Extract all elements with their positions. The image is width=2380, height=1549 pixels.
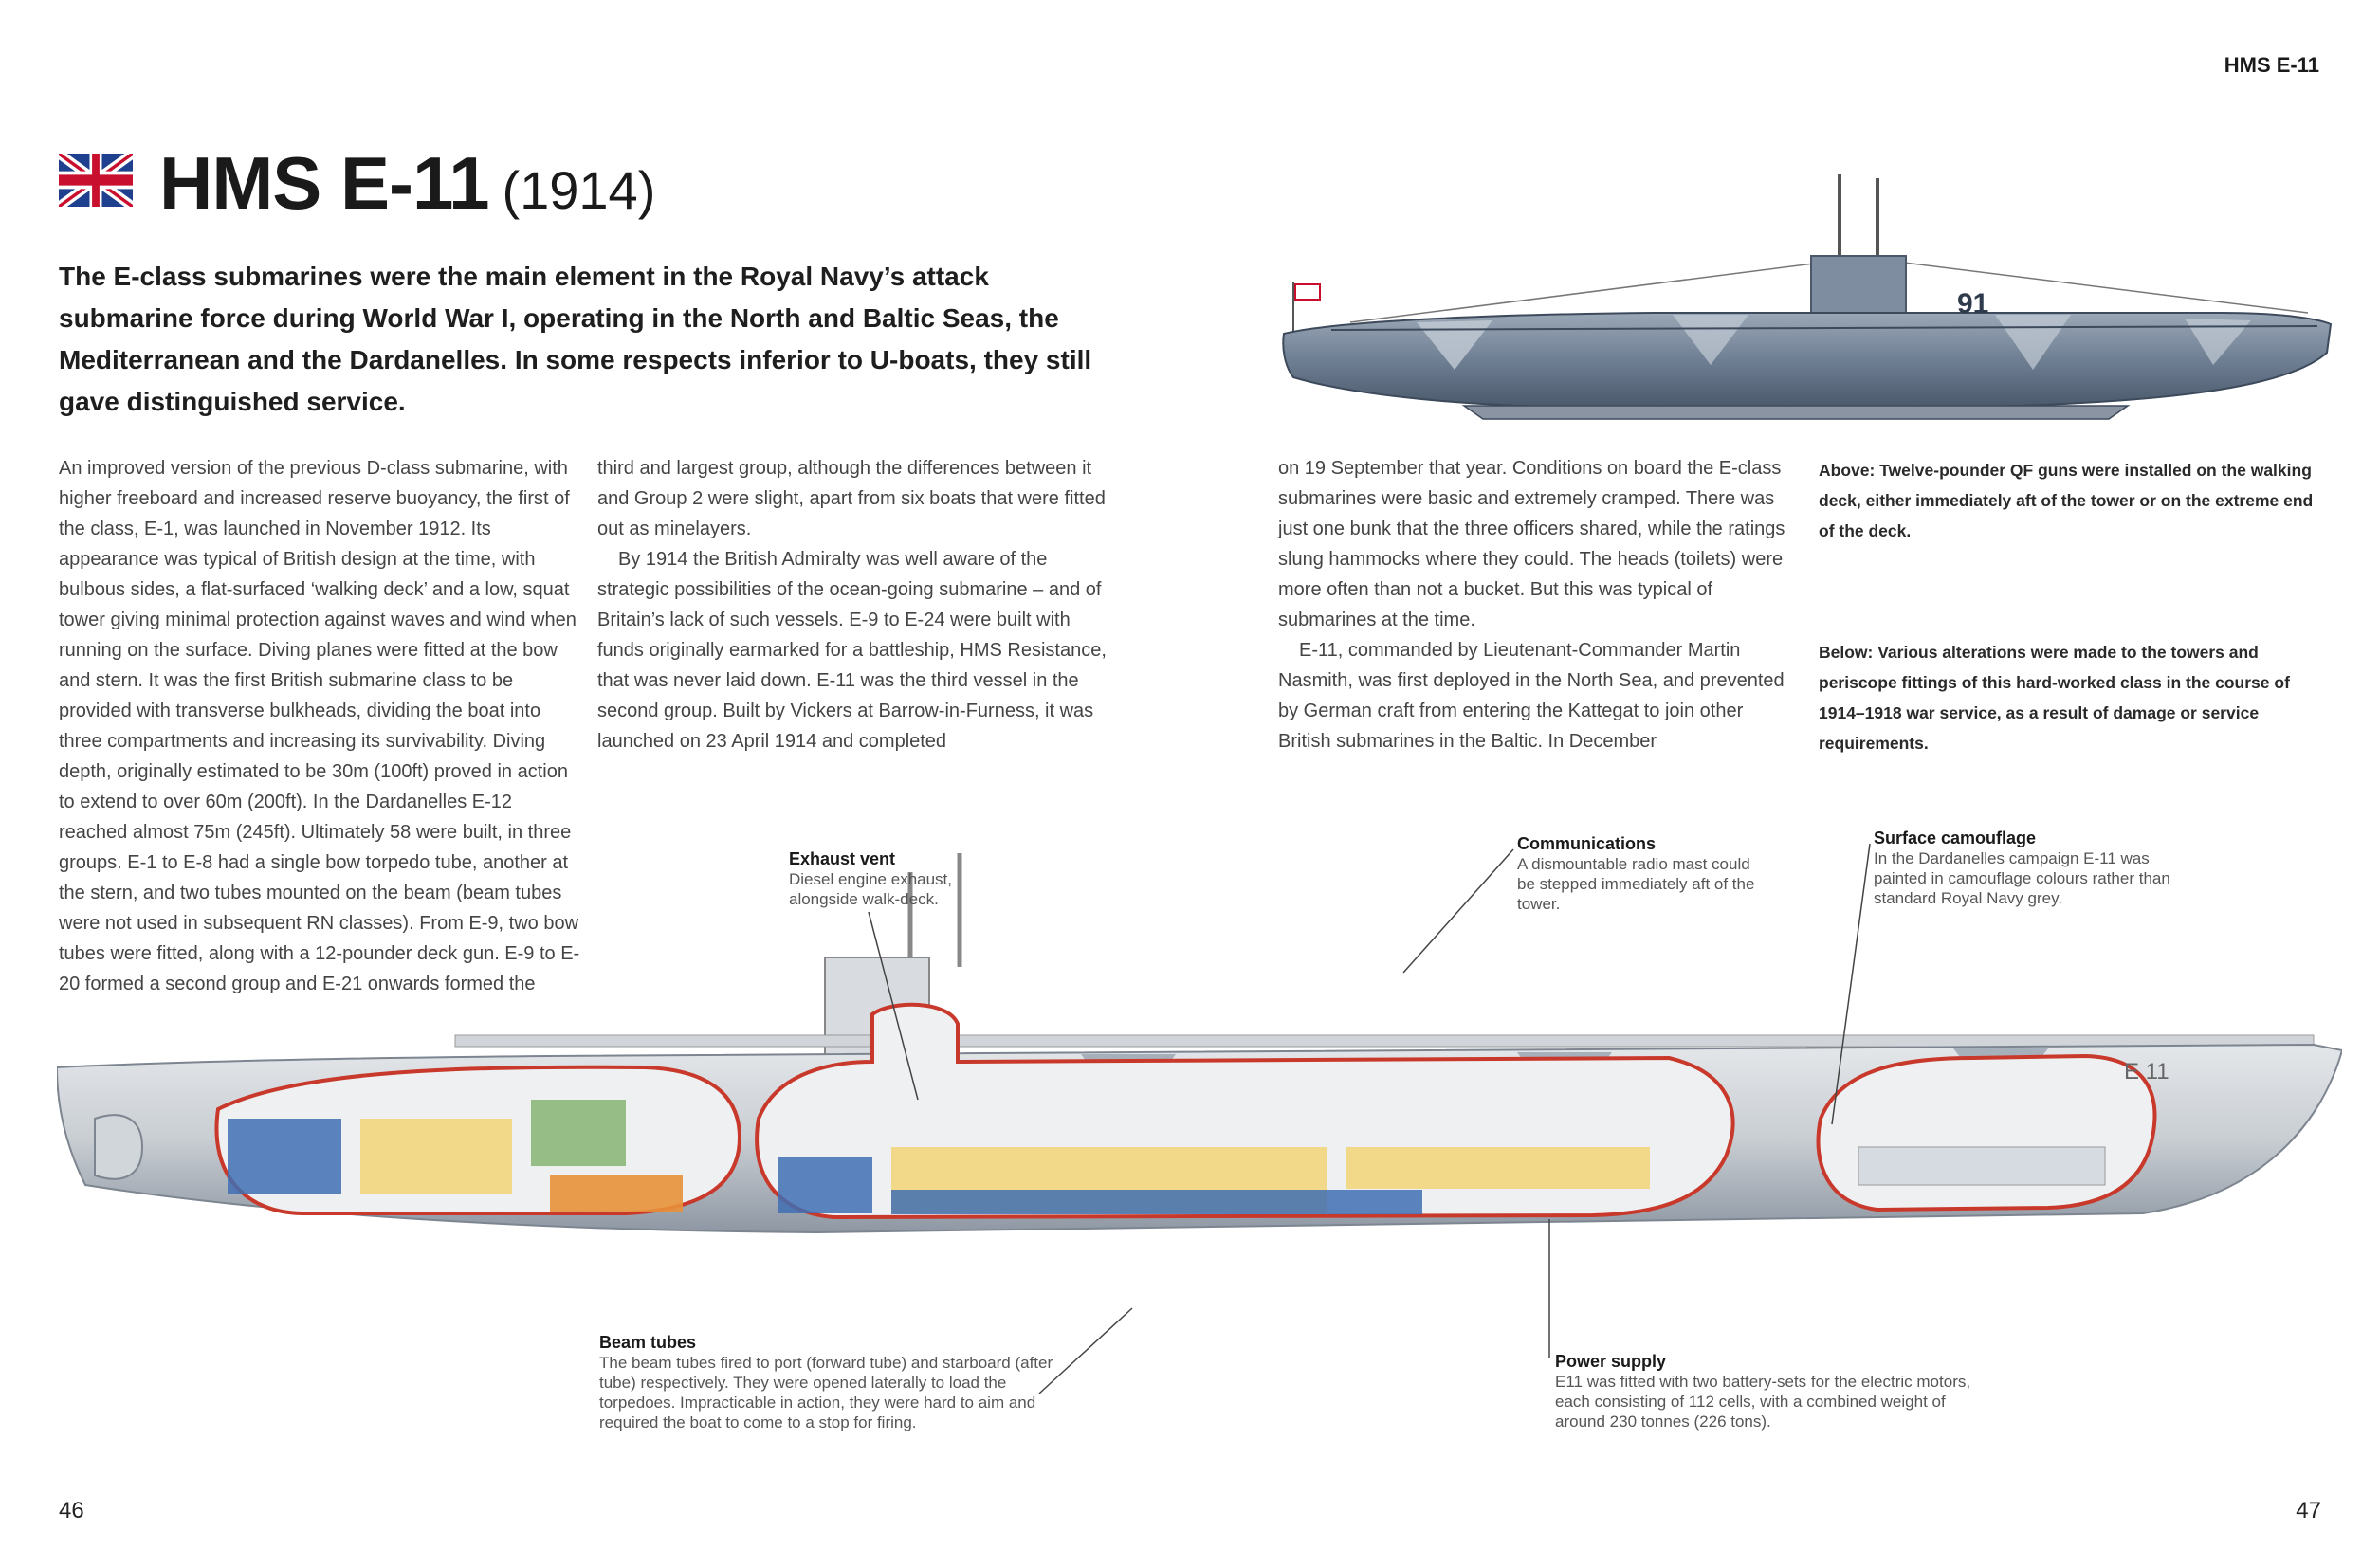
submarine-side-view-illustration: 91 [1282, 174, 2333, 420]
callout-exhaust-vent: Exhaust vent Diesel engine exhaust, alon… [789, 849, 1016, 909]
callout-label: Communications [1517, 834, 1657, 853]
body-paragraph: An improved version of the previous D-cl… [59, 458, 580, 994]
body-paragraph: By 1914 the British Admiralty was well a… [597, 549, 1107, 752]
callout-power-supply: Power supply E11 was fitted with two bat… [1555, 1352, 1991, 1431]
body-column-3: on 19 September that year. Conditions on… [1278, 453, 1790, 756]
body-paragraph: on 19 September that year. Conditions on… [1278, 458, 1785, 630]
callout-label: Surface camouflage [1874, 829, 2037, 847]
body-paragraph: E-11, commanded by Lieutenant-Commander … [1278, 640, 1785, 752]
callout-label: Beam tubes [599, 1333, 697, 1352]
page-number-left: 46 [59, 1498, 84, 1523]
caption-above: Above: Twelve-pounder QF guns were insta… [1819, 461, 2314, 540]
page-number-right: 47 [2296, 1498, 2321, 1523]
page-title: HMS E-11(1914) [159, 140, 655, 227]
callout-text: Diesel engine exhaust, alongside walk-de… [789, 870, 953, 908]
body-column-1: An improved version of the previous D-cl… [59, 453, 580, 999]
title-name: HMS E-11 [159, 141, 489, 225]
callout-text: E11 was fitted with two battery-sets for… [1555, 1373, 1971, 1431]
title-year: (1914) [502, 160, 656, 220]
callout-text: The beam tubes fired to port (forward tu… [599, 1354, 1053, 1431]
running-head: HMS E-11 [2224, 53, 2319, 77]
body-paragraph: third and largest group, although the di… [597, 458, 1106, 539]
body-column-2: third and largest group, although the di… [597, 453, 1109, 756]
intro-paragraph: The E-class submarines were the main ele… [59, 262, 1092, 416]
submarine-cutaway-illustration: E 11 [57, 853, 2342, 1234]
bow-marking: E 11 [2124, 1059, 2169, 1084]
callout-text: A dismountable radio mast could be stepp… [1517, 855, 1755, 913]
callout-text: In the Dardanelles campaign E-11 was pai… [1874, 849, 2170, 907]
callout-beam-tubes: Beam tubes The beam tubes fired to port … [599, 1333, 1054, 1432]
caption-below: Below: Various alterations were made to … [1819, 643, 2290, 753]
callout-surface-camouflage: Surface camouflage In the Dardanelles ca… [1874, 829, 2196, 908]
union-flag-icon [59, 154, 133, 207]
callout-label: Exhaust vent [789, 849, 896, 868]
hull-number: 91 [1957, 288, 1988, 319]
callout-communications: Communications A dismountable radio mast… [1517, 834, 1764, 914]
callout-label: Power supply [1555, 1352, 1667, 1371]
